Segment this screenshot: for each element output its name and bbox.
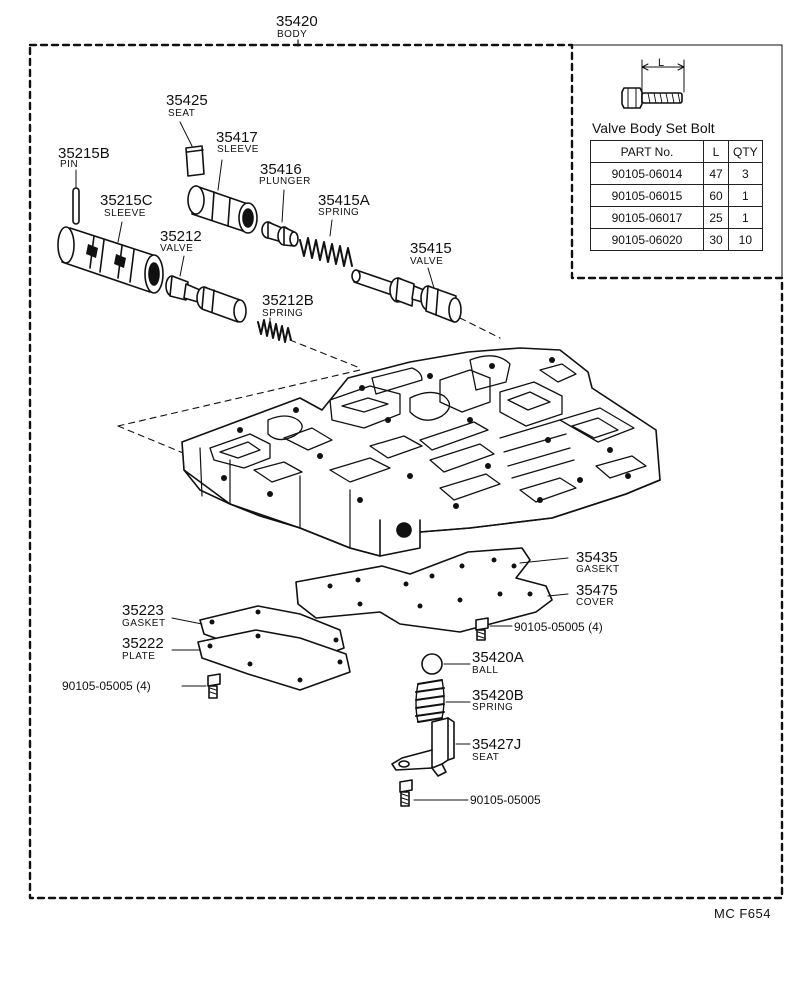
- part-number: 35427J: [472, 736, 522, 753]
- part-name: SLEEVE: [104, 208, 146, 219]
- part-name: COVER: [576, 597, 615, 608]
- bolt-table: PART No. L QTY 90105-06014 47 3 90105-06…: [590, 140, 763, 251]
- valve-35212-part: [165, 275, 247, 323]
- part-number: 35222: [122, 635, 164, 652]
- plunger-leader: [281, 189, 285, 223]
- length-cell: 30: [703, 228, 729, 251]
- part-number: 35215C: [100, 192, 153, 209]
- valve-35415-leader: [427, 267, 435, 289]
- part-number: 35212: [160, 228, 202, 245]
- part-name: BALL: [472, 665, 499, 676]
- diagram-code: MC F654: [714, 906, 771, 921]
- part-number: 35425: [166, 92, 208, 109]
- ball-35420a-part: [421, 653, 443, 675]
- part-name: PIN: [60, 159, 79, 170]
- part-number: 35416: [260, 161, 302, 178]
- part-number-cell: 90105-06014: [590, 162, 704, 185]
- part-number: 35212B: [262, 292, 314, 309]
- part-number: 35417: [216, 129, 258, 146]
- qty-cell: 10: [728, 228, 763, 251]
- valve-35415-part: [351, 269, 462, 323]
- table-row: 90105-06015 60 1: [590, 184, 763, 207]
- length-cell: 47: [703, 162, 729, 185]
- sleeve-35215c-part: [57, 226, 164, 294]
- table-row: 90105-06017 25 1: [590, 206, 763, 229]
- bolt-dimension-icon: [621, 59, 685, 109]
- spring-35415a-part: [299, 237, 353, 267]
- part-name: GASEKT: [576, 564, 620, 575]
- part-number-cell: 90105-06020: [590, 228, 704, 251]
- part-name: SPRING: [262, 308, 304, 319]
- valve-35212-leader: [179, 255, 185, 277]
- qty-cell: 3: [728, 162, 763, 185]
- dimension-label: L: [658, 57, 665, 69]
- plate-35222-part: [197, 629, 351, 691]
- part-number: 35215B: [58, 145, 110, 162]
- column-header-length: L: [703, 140, 729, 163]
- pin-35215b-part: [72, 187, 80, 225]
- part-name: SPRING: [318, 207, 360, 218]
- seat-35425-leader: [179, 121, 193, 147]
- part-number: 35415A: [318, 192, 370, 209]
- part-number: 35415: [410, 240, 452, 257]
- cover-35475-leader: [547, 593, 569, 597]
- qty-cell: 1: [728, 184, 763, 207]
- table-header-row: PART No. L QTY: [590, 140, 763, 163]
- part-number: 35223: [122, 602, 164, 619]
- part-number: 35420: [276, 13, 318, 30]
- bolt-seat-part: [399, 779, 413, 807]
- gasket-35223-leader: [171, 617, 203, 625]
- part-name: SEAT: [168, 108, 196, 119]
- seat-35425-part: [185, 145, 205, 177]
- bolt-table-title: Valve Body Set Bolt: [592, 120, 715, 136]
- sleeve-35215c-leader: [117, 221, 123, 243]
- part-name: BODY: [277, 29, 308, 40]
- part-number: 35420A: [472, 649, 524, 666]
- part-number: 35475: [576, 582, 618, 599]
- table-row: 90105-06020 30 10: [590, 228, 763, 251]
- table-row: 90105-06014 47 3: [590, 162, 763, 185]
- part-name: GASKET: [122, 618, 166, 629]
- part-number-cell: 90105-06017: [590, 206, 704, 229]
- bolt-label-seat: 90105-05005: [470, 793, 541, 807]
- bolt-right-part: [475, 617, 489, 641]
- qty-cell: 1: [728, 206, 763, 229]
- seat-35427j-part: [391, 717, 455, 777]
- bolt-table-frame: [571, 44, 783, 279]
- gasket-35435-leader: [519, 557, 569, 564]
- spring-35420b-part: [415, 679, 445, 723]
- bolt-label-right: 90105-05005 (4): [514, 620, 603, 634]
- length-cell: 60: [703, 184, 729, 207]
- part-name: PLUNGER: [259, 176, 311, 187]
- bolt-label-left: 90105-05005 (4): [62, 679, 151, 693]
- bolt-left-part: [207, 673, 221, 699]
- part-number: 35420B: [472, 687, 524, 704]
- part-number: 35435: [576, 549, 618, 566]
- spring-35212b-part: [257, 319, 292, 343]
- part-number-cell: 90105-06015: [590, 184, 704, 207]
- part-name: VALVE: [160, 243, 194, 254]
- sleeve-35417-part: [187, 185, 258, 234]
- part-name: VALVE: [410, 256, 444, 267]
- gasket-35435-part: [295, 547, 553, 633]
- column-header-part: PART No.: [590, 140, 704, 163]
- part-name: SPRING: [472, 702, 514, 713]
- column-header-qty: QTY: [728, 140, 763, 163]
- part-name: SLEEVE: [217, 144, 259, 155]
- plunger-35416-part: [261, 221, 299, 247]
- length-cell: 25: [703, 206, 729, 229]
- sleeve-35417-leader: [217, 159, 223, 191]
- valve-body-35420-part: [181, 347, 661, 557]
- part-name: SEAT: [472, 752, 500, 763]
- part-name: PLATE: [122, 651, 156, 662]
- spring-35415a-leader: [329, 219, 333, 237]
